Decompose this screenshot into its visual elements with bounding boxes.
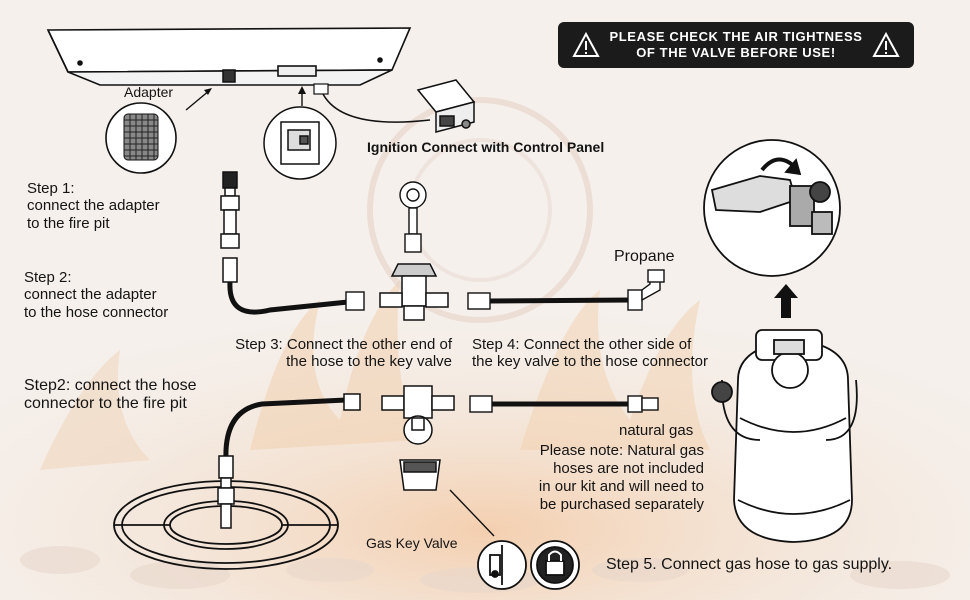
propane-hose bbox=[467, 269, 665, 311]
step1-line1: Step 1: bbox=[27, 180, 75, 197]
note-line1: Please note: Natural gas bbox=[539, 442, 704, 459]
adapter-fitting-vertical bbox=[220, 171, 240, 283]
warning-text: PLEASE CHECK THE AIR TIGHTNESS OF THE VA… bbox=[608, 29, 864, 61]
step4-line1: Step 4: Connect the other side of bbox=[472, 336, 692, 353]
step3-line2: the hose to the key valve bbox=[286, 353, 452, 371]
step2-text: Step 2: connect the adapter to the hose … bbox=[24, 269, 168, 321]
note-line2: hoses are not included bbox=[553, 460, 704, 477]
natural-gas-note: Please note: Natural gas hoses are not i… bbox=[510, 442, 704, 514]
ignition-label: Ignition Connect with Control Panel bbox=[367, 139, 605, 155]
hose-connector-left bbox=[345, 291, 365, 311]
step2-line2: connect the adapter bbox=[24, 286, 157, 304]
propane-tank bbox=[711, 329, 858, 543]
step2b-line1: Step2: connect the hose bbox=[24, 377, 197, 394]
step1-text: Step 1: connect the adapter to the fire … bbox=[27, 180, 160, 232]
knob-icon bbox=[477, 540, 527, 590]
warning-triangle-icon bbox=[572, 31, 600, 57]
propane-label: Propane bbox=[614, 248, 675, 265]
ignition-plug-icon bbox=[313, 83, 329, 95]
step2b-text: Step2: connect the hose connector to the… bbox=[24, 377, 197, 414]
step2-line3: to the hose connector bbox=[24, 303, 169, 321]
control-panel-icon bbox=[416, 79, 476, 133]
natural-gas-label: natural gas bbox=[619, 422, 694, 439]
note-line3: in our kit and will need to bbox=[538, 478, 704, 495]
warning-line-1: PLEASE CHECK THE AIR TIGHTNESS bbox=[609, 29, 863, 44]
step4-line2: the key valve to the hose connector bbox=[472, 353, 708, 371]
adapter-on-pan-icon bbox=[222, 69, 236, 83]
up-arrow-icon bbox=[774, 284, 798, 318]
ignition-detail-icon bbox=[263, 106, 337, 180]
step5-text: Step 5. Connect gas hose to gas supply. bbox=[606, 556, 893, 573]
lock-knob-icon bbox=[530, 540, 580, 590]
key-valve-top bbox=[379, 263, 449, 321]
warning-line-2: OF THE VALVE BEFORE USE! bbox=[636, 45, 836, 60]
step2-line1: Step 2: bbox=[24, 269, 72, 286]
warning-banner: PLEASE CHECK THE AIR TIGHTNESS OF THE VA… bbox=[558, 22, 914, 68]
step3-text: Step 3: Connect the other end of the hos… bbox=[208, 336, 452, 371]
key-handle-icon bbox=[399, 181, 427, 253]
ring-fittings bbox=[217, 393, 361, 529]
adapter-label: Adapter bbox=[124, 84, 174, 100]
note-line4: be purchased separately bbox=[539, 496, 704, 513]
natural-gas-hose bbox=[469, 395, 659, 413]
gas-key-valve-label: Gas Key Valve bbox=[366, 535, 458, 551]
step1-line3: to the fire pit bbox=[27, 214, 110, 232]
step2b-line2: connector to the fire pit bbox=[24, 395, 187, 413]
step3-line1: Step 3: Connect the other end of bbox=[235, 336, 452, 353]
step1-line2: connect the adapter bbox=[27, 197, 160, 215]
warning-triangle-icon bbox=[872, 31, 900, 57]
adapter-detail-icon bbox=[105, 102, 177, 174]
tank-valve-detail-icon bbox=[703, 139, 841, 277]
key-valve-bottom bbox=[381, 385, 455, 491]
step4-text: Step 4: Connect the other side of the ke… bbox=[472, 336, 708, 371]
